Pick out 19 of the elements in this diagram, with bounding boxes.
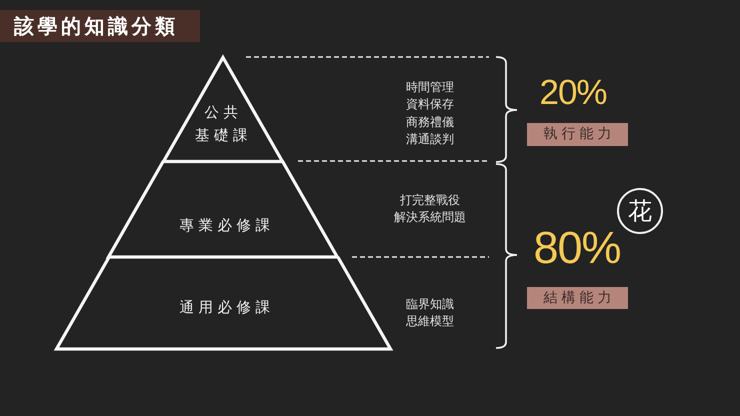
pyramid-tier [105,161,341,259]
topic-text: 溝通談判 [406,130,454,147]
tier-label: 專業必修課 [178,217,274,236]
topic-text: 思維模型 [406,313,454,330]
percentage: 20% [540,72,607,112]
tier-label: 公共基礎課 [195,104,254,146]
title-banner: 該學的知識分類 [0,10,200,42]
topic-text: 解決系統問題 [394,209,466,226]
topic-text: 打完整戰役 [400,192,460,208]
topic-text: 時間管理 [406,79,454,95]
topic-text: 資料保存 [406,96,454,112]
label-box: 執行能力 [527,123,628,146]
label-box: 結構能力 [527,287,628,309]
topic-text: 臨界知識 [406,296,454,312]
tier-label: 通用必修課 [178,299,274,318]
pyramid-tier [160,54,286,163]
topic-text: 商務禮儀 [406,114,454,130]
circle-badge: 花 [617,188,663,234]
pyramid-tier [52,257,394,351]
